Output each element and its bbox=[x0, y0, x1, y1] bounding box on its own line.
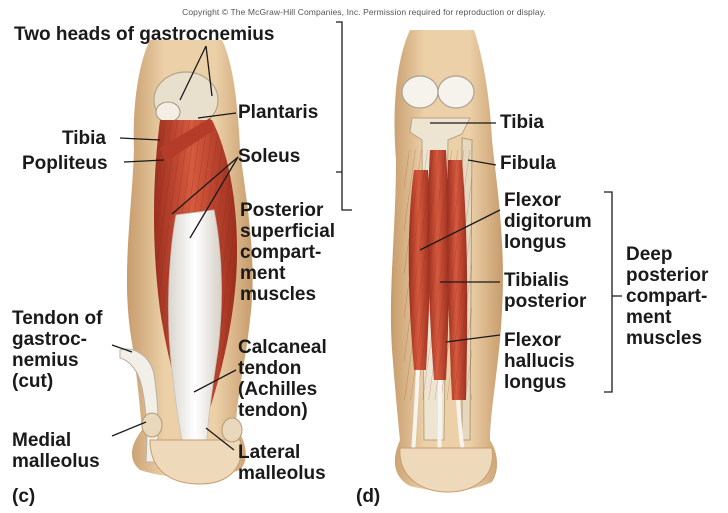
fhl-line-1: Flexor bbox=[504, 330, 575, 351]
fdl-line-2: digitorum bbox=[504, 211, 592, 232]
fdl-line-3: longus bbox=[504, 232, 592, 253]
panel-letter-d: (d) bbox=[356, 486, 380, 508]
deep-line-2: posterior bbox=[626, 265, 708, 286]
lateral-malleolus-c bbox=[222, 418, 242, 442]
label-superficial-group: Posterior superficial compart- ment musc… bbox=[240, 200, 335, 305]
label-fibula-d: Fibula bbox=[500, 153, 556, 174]
label-soleus: Soleus bbox=[238, 146, 300, 167]
lateral-line-1: Lateral bbox=[238, 442, 326, 463]
calcaneal-line-1: Calcaneal bbox=[238, 337, 327, 358]
label-two-heads-gastrocnemius: Two heads of gastrocnemius bbox=[14, 24, 274, 45]
femoral-condyle-medial-d bbox=[402, 76, 438, 108]
tendon-line-4: (cut) bbox=[12, 371, 102, 392]
fhl-line-3: longus bbox=[504, 372, 575, 393]
bracket-superficial bbox=[336, 22, 352, 210]
leg-c bbox=[120, 40, 253, 484]
deep-line-4: ment bbox=[626, 307, 708, 328]
label-flexor-hallucis-longus: Flexor hallucis longus bbox=[504, 330, 575, 393]
superficial-line-1: Posterior bbox=[240, 200, 335, 221]
panel-letter-c: (c) bbox=[12, 486, 35, 508]
medial-line-1: Medial bbox=[12, 430, 100, 451]
calcaneal-line-3: (Achilles bbox=[238, 379, 327, 400]
label-flexor-digitorum-longus: Flexor digitorum longus bbox=[504, 190, 592, 253]
fdl-line-1: Flexor bbox=[504, 190, 592, 211]
femoral-condyle-lateral-d bbox=[438, 76, 474, 108]
label-calcaneal-tendon: Calcaneal tendon (Achilles tendon) bbox=[238, 337, 327, 421]
calcaneal-line-2: tendon bbox=[238, 358, 327, 379]
lateral-line-2: malleolus bbox=[238, 463, 326, 484]
bracket-deep bbox=[604, 192, 622, 392]
medial-line-2: malleolus bbox=[12, 451, 100, 472]
deep-line-5: muscles bbox=[626, 328, 708, 349]
tp-line-2: posterior bbox=[504, 291, 586, 312]
label-deep-group: Deep posterior compart- ment muscles bbox=[626, 244, 708, 349]
label-tibia-c: Tibia bbox=[62, 128, 106, 149]
label-tibialis-posterior: Tibialis posterior bbox=[504, 270, 586, 312]
heel-c bbox=[150, 440, 241, 484]
label-plantaris: Plantaris bbox=[238, 102, 318, 123]
label-medial-malleolus: Medial malleolus bbox=[12, 430, 100, 472]
label-popliteus: Popliteus bbox=[22, 153, 108, 174]
deep-line-1: Deep bbox=[626, 244, 708, 265]
tendon-line-3: nemius bbox=[12, 350, 102, 371]
deep-line-3: compart- bbox=[626, 286, 708, 307]
fhl-line-2: hallucis bbox=[504, 351, 575, 372]
superficial-line-3: compart- bbox=[240, 242, 335, 263]
superficial-line-2: superficial bbox=[240, 221, 335, 242]
calcaneal-line-4: tendon) bbox=[238, 400, 327, 421]
label-tibia-d: Tibia bbox=[500, 112, 544, 133]
tendon-line-2: gastroc- bbox=[12, 329, 102, 350]
leg-d bbox=[391, 30, 503, 492]
label-lateral-malleolus: Lateral malleolus bbox=[238, 442, 326, 484]
medial-malleolus-c bbox=[142, 413, 162, 437]
tp-line-1: Tibialis bbox=[504, 270, 586, 291]
superficial-line-4: ment bbox=[240, 263, 335, 284]
superficial-line-5: muscles bbox=[240, 284, 335, 305]
tendon-line-1: Tendon of bbox=[12, 308, 102, 329]
label-tendon-gastrocnemius: Tendon of gastroc- nemius (cut) bbox=[12, 308, 102, 392]
